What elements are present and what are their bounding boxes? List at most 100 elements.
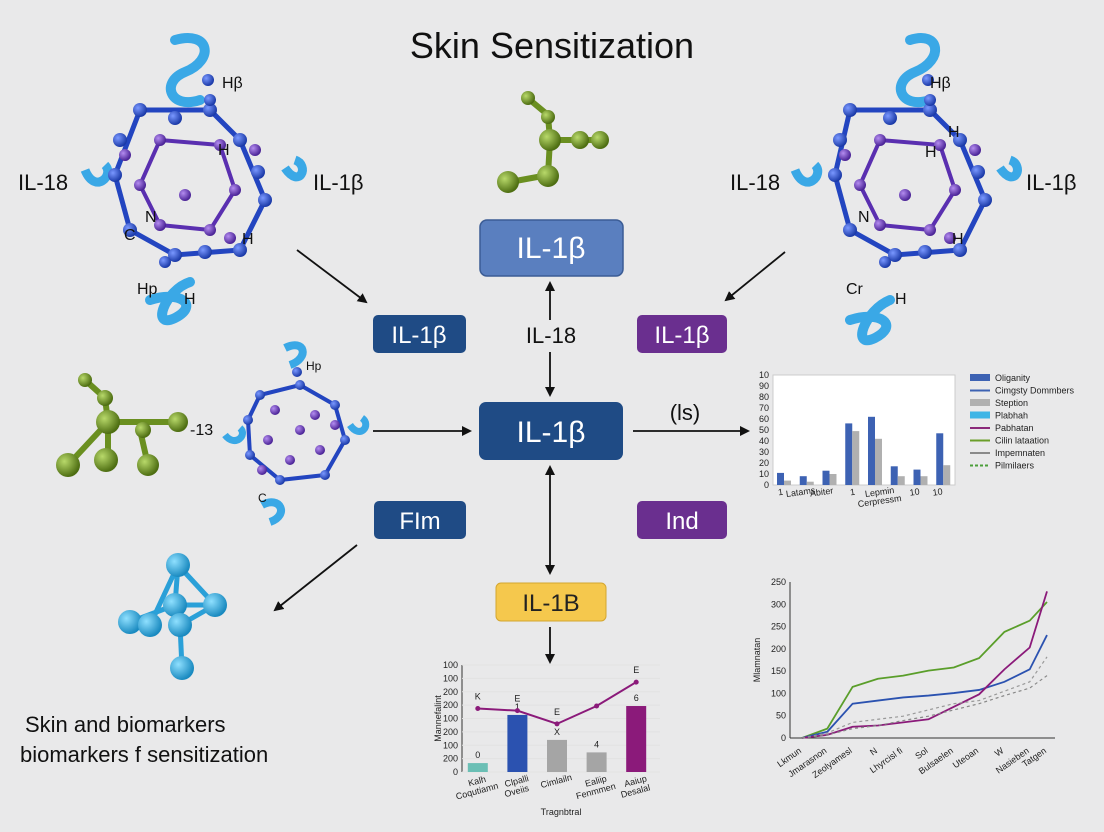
chart2-line-point <box>514 708 520 714</box>
chart1-bar <box>822 470 830 485</box>
chart1-bar <box>829 474 837 485</box>
diagram-title: Skin Sensitization <box>410 25 694 66</box>
chart2-bar <box>586 752 607 772</box>
chart1-legend-label: Cilin lataation <box>995 436 1049 446</box>
chart1-legend-label: Impemnaten <box>995 448 1045 458</box>
chart1-bar <box>936 433 944 485</box>
chart1-x-tick: Cerpressm <box>857 493 902 509</box>
chart3-y-tick: 250 <box>771 622 786 632</box>
chart1-y-tick: 90 <box>759 381 769 391</box>
protein-molecule-top-right: IL-18 IL-1β Hβ H H N H Cr H <box>730 33 1077 346</box>
label-c: C <box>124 227 136 244</box>
label-n: N <box>145 209 157 226</box>
chart1-legend-swatch <box>970 399 990 406</box>
chart1-legend-swatch <box>970 411 990 419</box>
chart1-legend-label: Oliganity <box>995 373 1031 383</box>
chart2-y-tick: 200 <box>443 727 458 737</box>
small-molecule-top-center <box>497 91 609 193</box>
chart2-line-label: E <box>514 694 520 704</box>
chart1-bar <box>784 480 791 485</box>
chart2-bar <box>547 739 567 772</box>
caption-line-2: biomarkers f sensitization <box>20 742 268 767</box>
box-right-lower-label: Ind <box>665 508 698 535</box>
box-right-upper: IL-1β <box>637 315 727 353</box>
chart1-bar <box>913 469 921 485</box>
label-n-right: N <box>858 209 870 226</box>
chart1-legend-label: Pilmilaers <box>995 461 1035 471</box>
chart3-y-label: Mlamnatan <box>752 638 762 683</box>
label-h-mid: H <box>218 142 230 159</box>
chart3-series-line <box>801 634 1048 739</box>
chart2-x-tick: Kalh <box>467 774 487 788</box>
chart1-bar <box>806 481 814 485</box>
box-left-upper: IL-1β <box>373 315 466 353</box>
box-bottom: IL-1B <box>495 582 607 622</box>
box-top-label: IL-1β <box>517 232 586 265</box>
chart3-y-tick: 150 <box>771 666 786 676</box>
chart1-bar <box>897 476 905 485</box>
caption-line-1: Skin and biomarkers <box>25 712 226 737</box>
box-left-upper-label: IL-1β <box>391 322 446 349</box>
chart3-x-tick: Sol <box>913 745 929 761</box>
chart2-y-tick: 200 <box>443 754 458 764</box>
label-il18-right: IL-18 <box>730 170 780 195</box>
label-h-bottom-right: H <box>895 291 907 308</box>
chart2-bar <box>467 763 488 772</box>
chart1-x-tick: 10 <box>932 486 943 497</box>
label-h-mid-right: H <box>948 124 960 141</box>
chart1-y-tick: 70 <box>759 403 769 413</box>
chart1-x-tick: 1 <box>849 487 855 498</box>
chart2-bar-label: 0 <box>475 750 480 760</box>
chart3-series-line <box>801 601 1048 739</box>
label-h-mid2-right: H <box>925 144 937 161</box>
label-il18-left: IL-18 <box>18 170 68 195</box>
chart3-x-tick: W <box>993 745 1006 758</box>
chart1-y-tick: 60 <box>759 414 769 424</box>
chart2-y-tick: 100 <box>443 660 458 670</box>
chart2-line-label: E <box>633 665 639 675</box>
chart2-bar-label: 4 <box>594 739 599 749</box>
chart1-y-tick: 40 <box>759 436 769 446</box>
label-c-mid: C <box>258 491 267 505</box>
chart2-y-tick: 200 <box>443 700 458 710</box>
chart3-x-tick: Uteoan <box>951 745 981 770</box>
chart1-bar <box>920 476 928 485</box>
box-center-label: IL-1β <box>517 416 586 449</box>
chart3-y-tick: 200 <box>771 644 786 654</box>
box-right-lower: Ind <box>637 501 727 539</box>
arrows <box>273 249 786 664</box>
label-h-beta: Hβ <box>222 75 243 92</box>
arrow-to-bottom-left <box>273 544 358 612</box>
chart1-y-tick: 80 <box>759 392 769 402</box>
chart2-y-tick: 200 <box>443 687 458 697</box>
chart1-x-tick: Latams <box>785 485 816 499</box>
label-h-low: H <box>242 231 254 248</box>
chart3-y-tick: 50 <box>776 711 786 721</box>
chart1-x-tick: 10 <box>909 486 920 497</box>
chart1-x-tick: Lepmin <box>864 485 895 499</box>
chart3-x-tick: N <box>868 745 879 757</box>
chart1-legend-label: Steption <box>995 398 1028 408</box>
label-h-beta-right: Hβ <box>930 75 951 92</box>
protein-molecule-mid-left: Hp C <box>222 341 370 526</box>
chart1-bar <box>777 472 784 485</box>
chart2-line <box>477 681 637 725</box>
chart1-plot-area <box>772 374 956 486</box>
chart3-series-line <box>801 656 1048 739</box>
chart2-x-tick: Cimlailn <box>539 772 573 790</box>
chart1-bar <box>890 466 898 485</box>
chart3-y-tick: 100 <box>771 688 786 698</box>
chart2-bar <box>626 706 647 772</box>
box-right-upper-label: IL-1β <box>654 322 709 349</box>
line-chart-bottom-right: 050100150200250300250LkmunJmarasnonZeoly… <box>752 577 1055 780</box>
chart1-y-tick: 10 <box>759 370 769 380</box>
chart2-bar-label: 6 <box>634 693 639 703</box>
box-bottom-label: IL-1B <box>522 590 579 617</box>
chart3-y-tick: 300 <box>771 599 786 609</box>
chart2-line-point <box>554 721 560 727</box>
chart3-y-tick: 250 <box>771 577 786 587</box>
small-molecule-bottom-left <box>118 553 227 680</box>
